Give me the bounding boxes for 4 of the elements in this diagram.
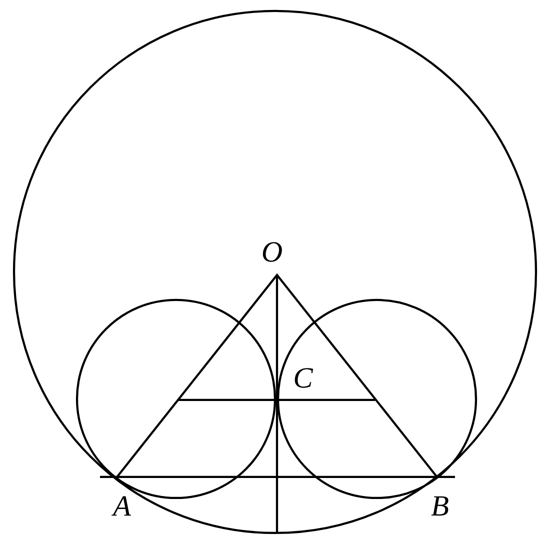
point-label: A xyxy=(111,496,132,516)
point-label: C xyxy=(294,368,314,388)
point-label: B xyxy=(431,496,448,516)
point-label: O xyxy=(262,242,282,262)
